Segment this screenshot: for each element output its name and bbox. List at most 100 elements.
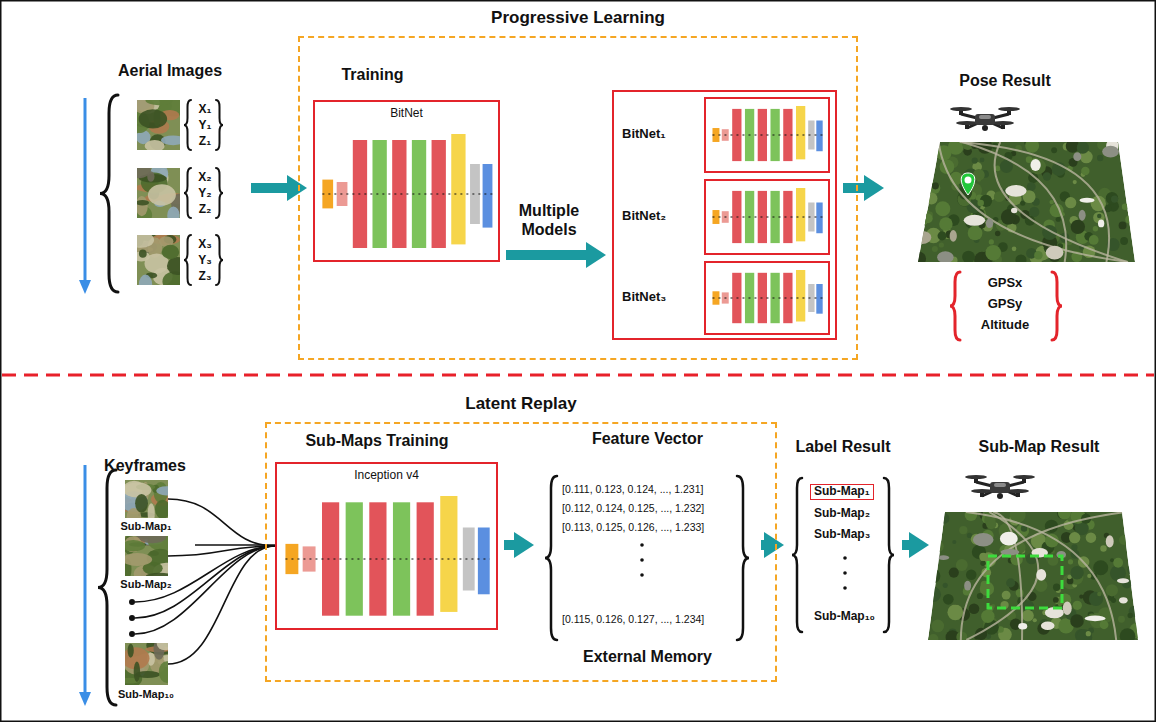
tree-patch — [1093, 226, 1098, 231]
ellipsis-dot — [640, 558, 644, 562]
layer-bar — [816, 203, 822, 234]
tree-patch — [1053, 584, 1060, 591]
coordinate-label: Y₁ — [193, 119, 217, 133]
tree-patch — [1012, 247, 1017, 252]
keyframe-dot — [129, 599, 135, 605]
model-box — [705, 262, 829, 334]
building-patch — [1000, 532, 1018, 546]
ellipsis-dot — [640, 573, 644, 577]
curly-brace — [950, 272, 960, 340]
tree-patch — [938, 231, 947, 240]
cnn-layers — [712, 106, 822, 161]
tree-patch — [1051, 147, 1057, 153]
tree-patch — [1070, 614, 1084, 628]
module-region: Latent ReplaySub-Maps TrainingInception … — [265, 422, 777, 682]
curly-brace — [184, 168, 191, 218]
building-patch — [1098, 220, 1104, 228]
aerial-photo — [125, 480, 168, 518]
curly-brace — [1052, 272, 1062, 340]
tree-patch — [923, 214, 933, 224]
tree-patch — [912, 252, 926, 266]
drone-propeller — [1007, 489, 1029, 493]
data-flow-line — [712, 298, 822, 299]
sub-map-label: Sub-Map₃ — [814, 528, 870, 542]
tree-patch — [1128, 540, 1139, 551]
pin-dot — [965, 177, 972, 184]
section-heading: Training — [315, 66, 430, 84]
tree-patch — [1022, 610, 1034, 622]
photo-patch — [159, 661, 168, 683]
building-patch — [1005, 185, 1026, 197]
section-heading: External Memory — [540, 648, 755, 666]
ellipsis-dot — [843, 571, 847, 575]
drone-propeller — [971, 489, 993, 493]
cnn-layers — [712, 270, 822, 323]
location-pin — [961, 173, 975, 195]
photo-patch — [137, 196, 148, 216]
photo-patch — [139, 109, 167, 128]
building-patch — [1063, 602, 1072, 615]
tree-patch — [936, 145, 951, 160]
road-line — [966, 512, 1038, 640]
tree-patch — [1033, 618, 1037, 622]
curly-brace — [737, 476, 749, 640]
tree-patch — [1100, 620, 1109, 629]
tree-patch — [1113, 558, 1123, 568]
aerial-photo — [137, 100, 180, 150]
drone-propeller — [998, 107, 1020, 111]
drone-propeller — [950, 107, 972, 111]
tree-patch — [1081, 167, 1089, 175]
drone-propeller — [1013, 475, 1035, 479]
tree-patch — [1079, 595, 1083, 599]
building-patch — [1073, 152, 1081, 161]
flow-arrow — [251, 183, 293, 193]
tree-patch — [1086, 532, 1097, 543]
feature-memory: Feature Vector[0.111, 0.123, 0.124, ...,… — [540, 430, 755, 673]
sub-map-label: Sub-Map₁₀ — [814, 610, 875, 624]
tree-patch — [931, 620, 944, 633]
flow-arrow — [761, 540, 770, 550]
coordinate-label: Z₃ — [193, 270, 217, 284]
photo-patch — [125, 540, 145, 551]
aerial-photo — [137, 168, 180, 218]
building-patch — [950, 230, 957, 242]
layer-bar — [346, 502, 363, 615]
tree-patch — [1020, 201, 1025, 206]
coordinate-label: X₁ — [193, 103, 217, 117]
curly-brace — [216, 168, 223, 218]
photo-patch — [128, 644, 134, 658]
photo-patch — [137, 235, 154, 248]
image-group: Aerial Images — [95, 62, 245, 295]
tree-patch — [962, 251, 975, 264]
drone-icon — [950, 107, 1020, 131]
road-line — [995, 142, 1128, 262]
building-patch — [1041, 622, 1055, 630]
tree-patch — [1070, 566, 1084, 580]
drone-body — [990, 482, 1010, 493]
tree-patch — [1027, 182, 1036, 191]
tree-patch — [939, 217, 952, 230]
building-patch — [1046, 246, 1064, 260]
sub-map-label: Sub-Map₁ — [810, 484, 874, 500]
tree-patch — [1034, 251, 1042, 259]
map-ground — [918, 142, 1135, 262]
tree-patch — [1073, 601, 1082, 610]
coordinate-label: X₂ — [193, 171, 217, 185]
tree-patch — [928, 634, 938, 644]
layer-bar — [796, 270, 805, 322]
network-name: Inception v4 — [277, 469, 496, 483]
section-heading: Pose Result — [890, 72, 1120, 90]
map-photo — [923, 506, 1144, 645]
keyframe-link — [168, 546, 275, 664]
tree-patch — [1053, 597, 1059, 603]
drone-camera — [997, 493, 1003, 499]
curly-brace — [545, 476, 557, 640]
section-heading: Progressive Learning — [300, 8, 856, 28]
tree-patch — [1087, 574, 1091, 578]
tree-patch — [952, 540, 956, 544]
aerial-photo — [125, 536, 168, 576]
tree-patch — [1118, 616, 1125, 623]
tree-patch — [1077, 142, 1089, 154]
coordinate-label: Z₂ — [193, 203, 217, 217]
